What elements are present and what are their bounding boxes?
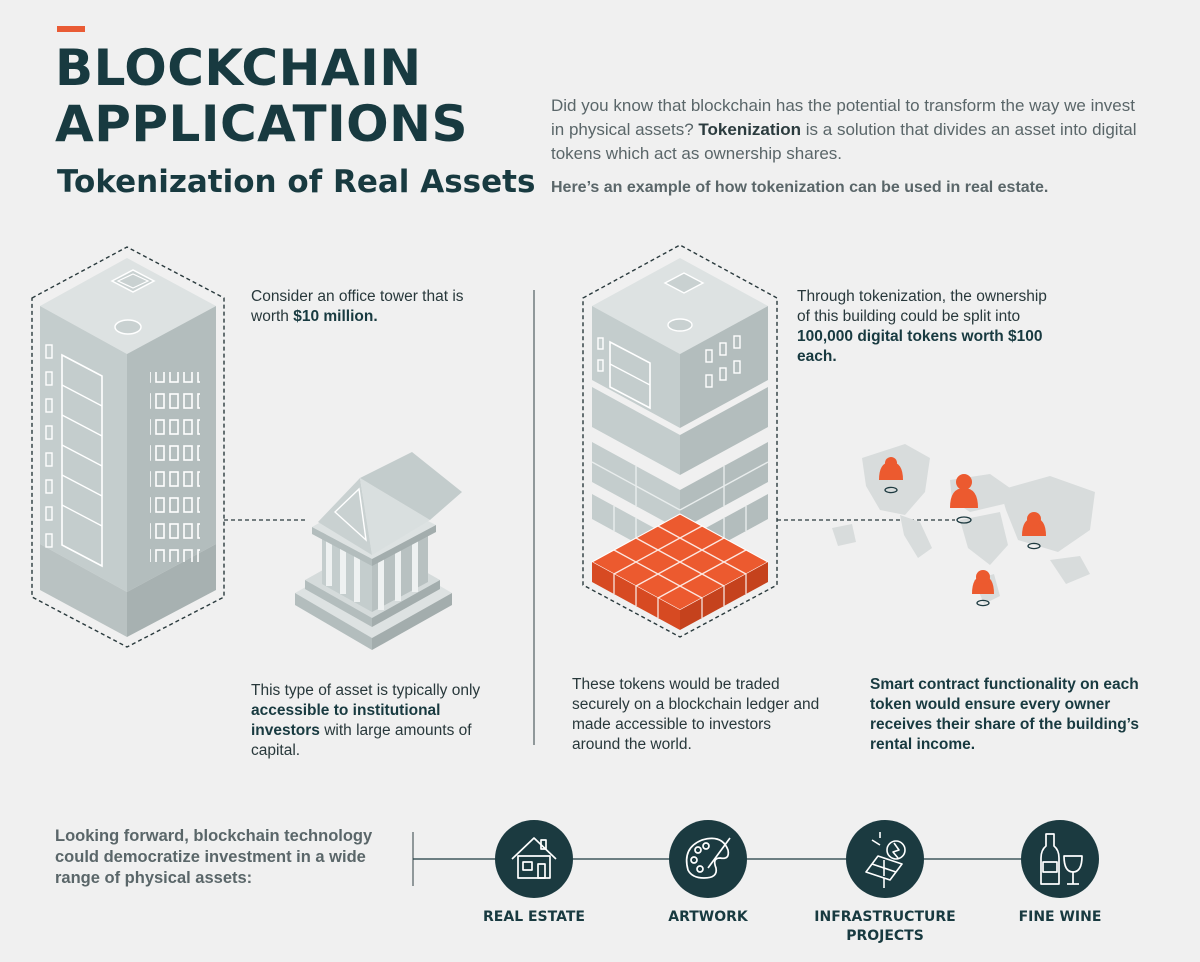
tokenized-building-illustration <box>582 244 778 638</box>
wine-bottle-icon <box>1021 820 1099 898</box>
solar-panel-icon <box>846 820 924 898</box>
house-icon <box>495 820 573 898</box>
trade-description: These tokens would be traded securely on… <box>572 676 820 753</box>
investor-marker <box>972 570 994 607</box>
footer-text: Looking forward, blockchain technology c… <box>55 827 373 887</box>
split-description: Through tokenization, the ownership of t… <box>797 287 1057 367</box>
accent-bar <box>57 26 85 32</box>
split-text: Through tokenization, the ownership of t… <box>797 288 1047 325</box>
intro-text: Did you know that blockchain has the pot… <box>551 96 1135 139</box>
page-title: BLOCKCHAIN APPLICATIONS <box>55 40 468 152</box>
asset-label-artwork: ARTWORK <box>668 909 748 925</box>
investor-marker <box>950 474 978 524</box>
institution-bold: accessible to institutional investors <box>251 702 441 739</box>
palette-icon <box>669 820 747 898</box>
tower-text: Consider an office tower that is worth <box>251 288 464 325</box>
office-tower-illustration <box>31 246 225 648</box>
institution-text-end: with large amounts of capital. <box>251 722 472 759</box>
investor-marker <box>1022 512 1046 550</box>
asset-label-real-estate: REAL ESTATE <box>483 909 585 925</box>
intro-paragraph: Did you know that blockchain has the pot… <box>551 94 1141 166</box>
institution-text: This type of asset is typically only <box>251 682 481 699</box>
bank-building-icon <box>295 452 462 650</box>
intro-bold: Tokenization <box>698 120 802 139</box>
smart-contract-description: Smart contract functionality on each tok… <box>870 676 1140 753</box>
world-map-illustration <box>832 444 1095 607</box>
page-subtitle: Tokenization of Real Assets <box>57 164 536 200</box>
tower-value: $10 million. <box>293 308 378 325</box>
tower-description: Consider an office tower that is worth $… <box>251 287 481 327</box>
asset-label-infrastructure: INFRASTRUCTURE PROJECTS <box>814 909 956 944</box>
asset-label-fine-wine: FINE WINE <box>1018 909 1102 925</box>
intro-text-end: is a solution that divides an asset into… <box>551 120 1137 163</box>
institution-description: This type of asset is typically only acc… <box>251 681 491 761</box>
title-line-1: BLOCKCHAIN <box>55 39 422 97</box>
title-line-2: APPLICATIONS <box>55 95 469 153</box>
example-line: Here’s an example of how tokenization ca… <box>551 179 1049 196</box>
investor-marker <box>879 457 903 494</box>
split-bold: 100,000 digital tokens worth $100 each. <box>797 328 1043 365</box>
